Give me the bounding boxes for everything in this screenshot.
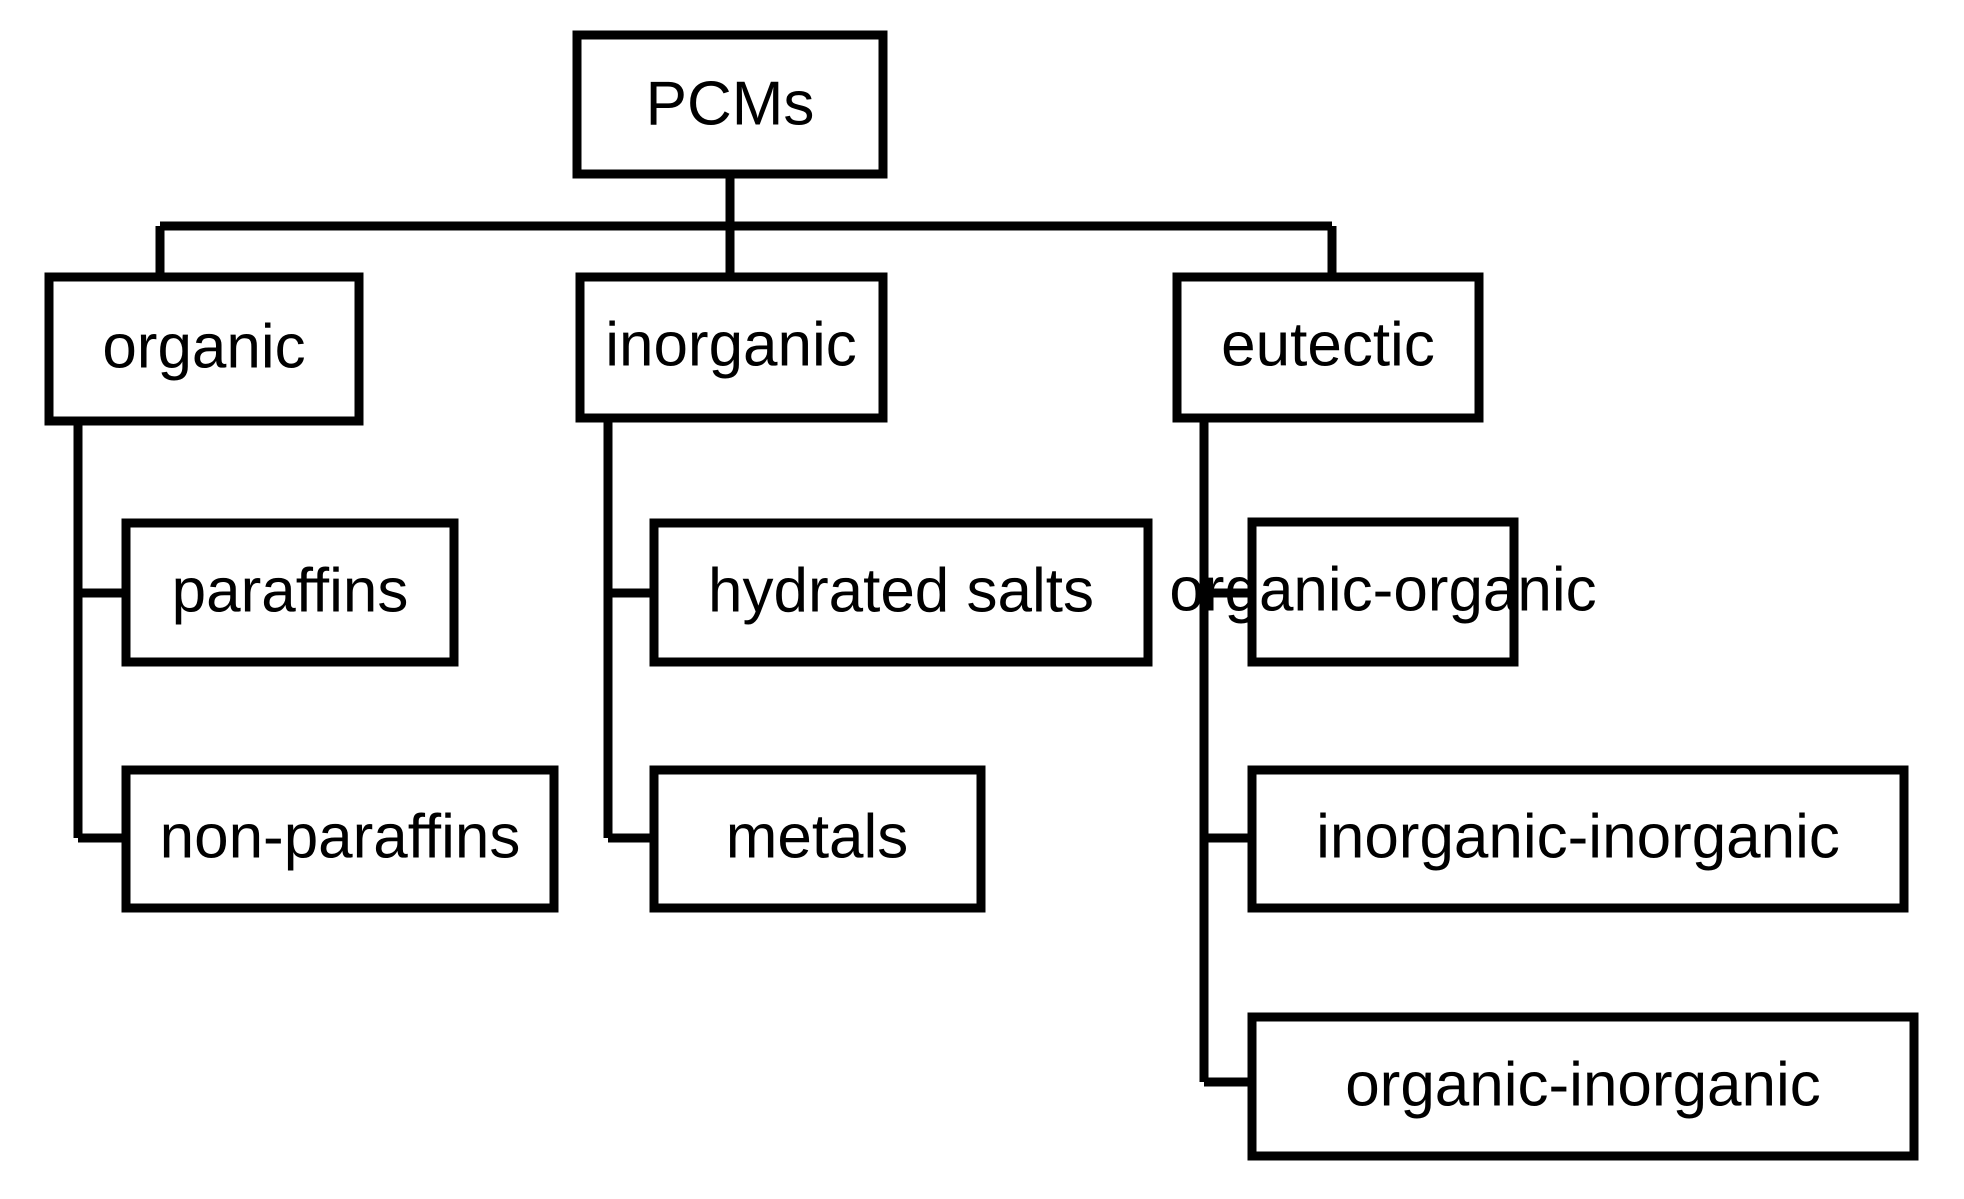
node-metals[interactable]: metals <box>649 765 986 913</box>
node-pcms-label: PCMs <box>646 69 815 138</box>
node-eutectic[interactable]: eutectic <box>1172 272 1484 423</box>
node-organic-inorganic-box <box>1247 1012 1919 1161</box>
node-inorganic-box <box>575 272 888 423</box>
node-non-paraffins[interactable]: non-paraffins <box>121 765 559 913</box>
node-organic-label: organic <box>102 312 305 381</box>
node-paraffins-box <box>121 518 459 667</box>
node-paraffins[interactable]: paraffins <box>121 518 459 667</box>
node-organic-box <box>44 272 364 426</box>
node-inorganic-inorganic-label: inorganic-inorganic <box>1316 802 1840 871</box>
connector-group-inorganic <box>603 422 654 843</box>
node-eutectic-box <box>1172 272 1484 423</box>
node-metals-box <box>649 765 986 913</box>
node-organic-organic-box <box>1247 517 1519 667</box>
node-inorganic-inorganic[interactable]: inorganic-inorganic <box>1247 765 1909 913</box>
node-inorganic-inorganic-box <box>1247 765 1909 913</box>
node-non-paraffins-box <box>121 765 559 913</box>
node-hydrated-salts-label: hydrated salts <box>708 556 1094 625</box>
node-inorganic-label: inorganic <box>605 310 857 379</box>
node-pcms-box <box>572 30 888 179</box>
node-hydrated-salts[interactable]: hydrated salts <box>649 518 1153 667</box>
node-hydrated-salts-box <box>649 518 1153 667</box>
node-pcms[interactable]: PCMs <box>572 30 888 179</box>
connector-group-root <box>155 174 1337 277</box>
node-metals-label: metals <box>726 802 909 871</box>
node-paraffins-label: paraffins <box>172 556 409 625</box>
connector-group-eutectic <box>1199 422 1252 1087</box>
node-non-paraffins-label: non-paraffins <box>160 802 521 871</box>
node-organic-organic-label: organic-organic <box>1169 555 1596 624</box>
node-inorganic[interactable]: inorganic <box>575 272 888 423</box>
node-organic[interactable]: organic <box>44 272 364 426</box>
node-eutectic-label: eutectic <box>1221 310 1435 379</box>
node-organic-inorganic[interactable]: organic-inorganic <box>1247 1012 1919 1161</box>
connector-group-organic <box>73 425 126 843</box>
node-organic-organic[interactable]: organic-organic <box>1169 517 1597 667</box>
node-organic-inorganic-label: organic-inorganic <box>1345 1050 1821 1119</box>
